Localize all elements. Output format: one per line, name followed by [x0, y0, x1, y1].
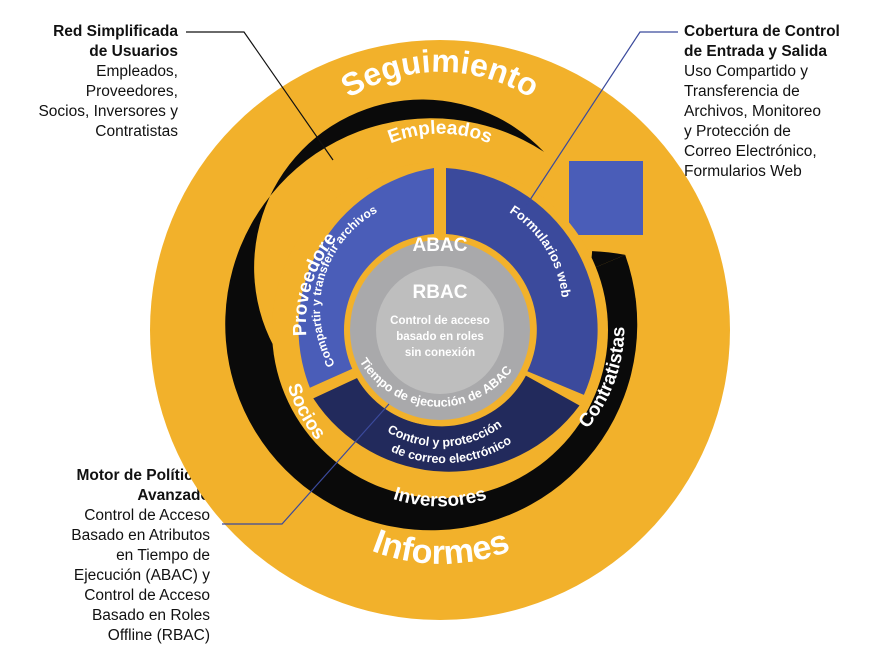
callout-body-line: Offline (RBAC) — [107, 627, 210, 644]
callout-body-line: Archivos, Monitoreo — [684, 103, 821, 120]
callout-title-line: de Entrada y Salida — [684, 43, 827, 60]
user-ring-tab — [590, 251, 626, 270]
callout-body-line: Basado en Roles — [91, 607, 210, 624]
rbac-desc-line: sin conexión — [405, 347, 475, 359]
callout-body-line: y Protección de — [684, 123, 791, 140]
callout-body-line: Formularios Web — [684, 163, 802, 180]
callout-line-red — [186, 31, 334, 161]
callout-body-line: en Tiempo de — [116, 547, 210, 564]
label-rbac: RBAC — [413, 282, 468, 303]
rbac-desc-line: Control de acceso — [390, 315, 490, 327]
callout-line-cobertura — [525, 31, 678, 207]
callout-body-line: Control de Acceso — [84, 507, 210, 524]
rbac-circle — [376, 266, 504, 394]
sector-email-protection — [313, 375, 580, 472]
callout-body-line: Control de Acceso — [84, 587, 210, 604]
callout-title-line: de Usuarios — [89, 43, 178, 60]
callout-red-simplificada: Red Simplificada de Usuarios Empleados, … — [10, 22, 178, 142]
callout-title-line: Red Simplificada — [53, 23, 178, 40]
callout-body-line: Contratistas — [95, 123, 178, 140]
sector-file-sharing — [298, 168, 434, 388]
callout-body-line: Ejecución (ABAC) y — [73, 567, 210, 584]
callout-line-motor — [222, 403, 390, 525]
callout-body-line: Empleados, — [96, 63, 178, 80]
callout-body-line: Basado en Atributos — [71, 527, 210, 544]
callout-motor-politicas: Motor de Políticas Avanzado Control de A… — [14, 466, 210, 646]
callout-title-line: Avanzado — [137, 487, 210, 504]
label-abac: ABAC — [413, 235, 468, 256]
callout-cobertura-control: Cobertura de Control de Entrada y Salida… — [684, 22, 884, 182]
blue-square-accent — [569, 161, 643, 235]
callout-title-line: Cobertura de Control — [684, 23, 840, 40]
callout-body-line: Proveedores, — [85, 83, 178, 100]
callout-body-line: Socios, Inversores y — [38, 103, 178, 120]
rbac-desc-line: basado en roles — [396, 331, 484, 343]
callout-body-line: Transferencia de — [684, 83, 800, 100]
sector-web-forms — [446, 168, 598, 395]
callout-title-line: Motor de Políticas — [76, 467, 211, 484]
callout-body-line: Uso Compartido y — [684, 63, 809, 80]
callout-body-line: Correo Electrónico, — [684, 143, 817, 160]
